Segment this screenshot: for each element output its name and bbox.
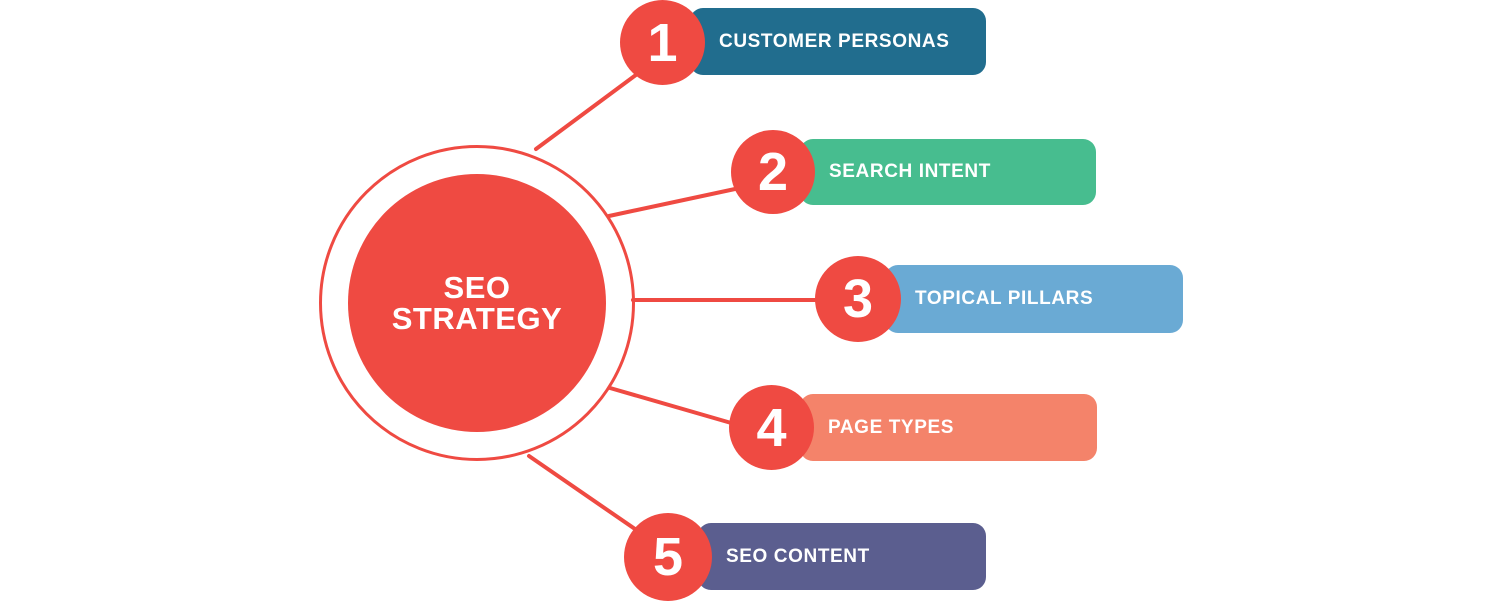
step-number-3: 3: [842, 269, 874, 329]
step-number-2: 2: [757, 142, 789, 202]
step-number-badge-5[interactable]: 5: [624, 513, 712, 601]
step-number-badge-1[interactable]: 1: [620, 0, 705, 85]
connector-line-1: [534, 64, 650, 151]
step-bar-3[interactable]: TOPICAL PILLARS: [885, 265, 1183, 333]
step-label-5: SEO CONTENT: [726, 545, 870, 567]
connector-line-2: [607, 184, 751, 218]
step-number-1: 1: [647, 12, 678, 73]
step-number-badge-4[interactable]: 4: [729, 385, 814, 470]
step-bar-5[interactable]: SEO CONTENT: [698, 523, 986, 590]
hub-outer-ring: [319, 145, 635, 461]
hub-label: SEO STRATEGY: [391, 270, 563, 336]
step-number-badge-3[interactable]: 3: [815, 256, 901, 342]
connector-line-4: [608, 386, 754, 431]
connector-line-5: [527, 454, 650, 540]
step-label-1: CUSTOMER PERSONAS: [719, 30, 950, 52]
step-number-4: 4: [756, 397, 787, 458]
hub-core-circle[interactable]: SEO STRATEGY: [348, 174, 606, 432]
step-label-4: PAGE TYPES: [828, 416, 955, 438]
step-label-2: SEARCH INTENT: [829, 161, 991, 182]
step-number-5: 5: [652, 527, 684, 587]
step-bar-1[interactable]: CUSTOMER PERSONAS: [690, 8, 986, 75]
step-bar-2[interactable]: SEARCH INTENT: [800, 139, 1096, 205]
step-number-badge-2[interactable]: 2: [731, 130, 815, 214]
step-label-3: TOPICAL PILLARS: [915, 288, 1094, 309]
step-bar-4[interactable]: PAGE TYPES: [800, 394, 1097, 461]
